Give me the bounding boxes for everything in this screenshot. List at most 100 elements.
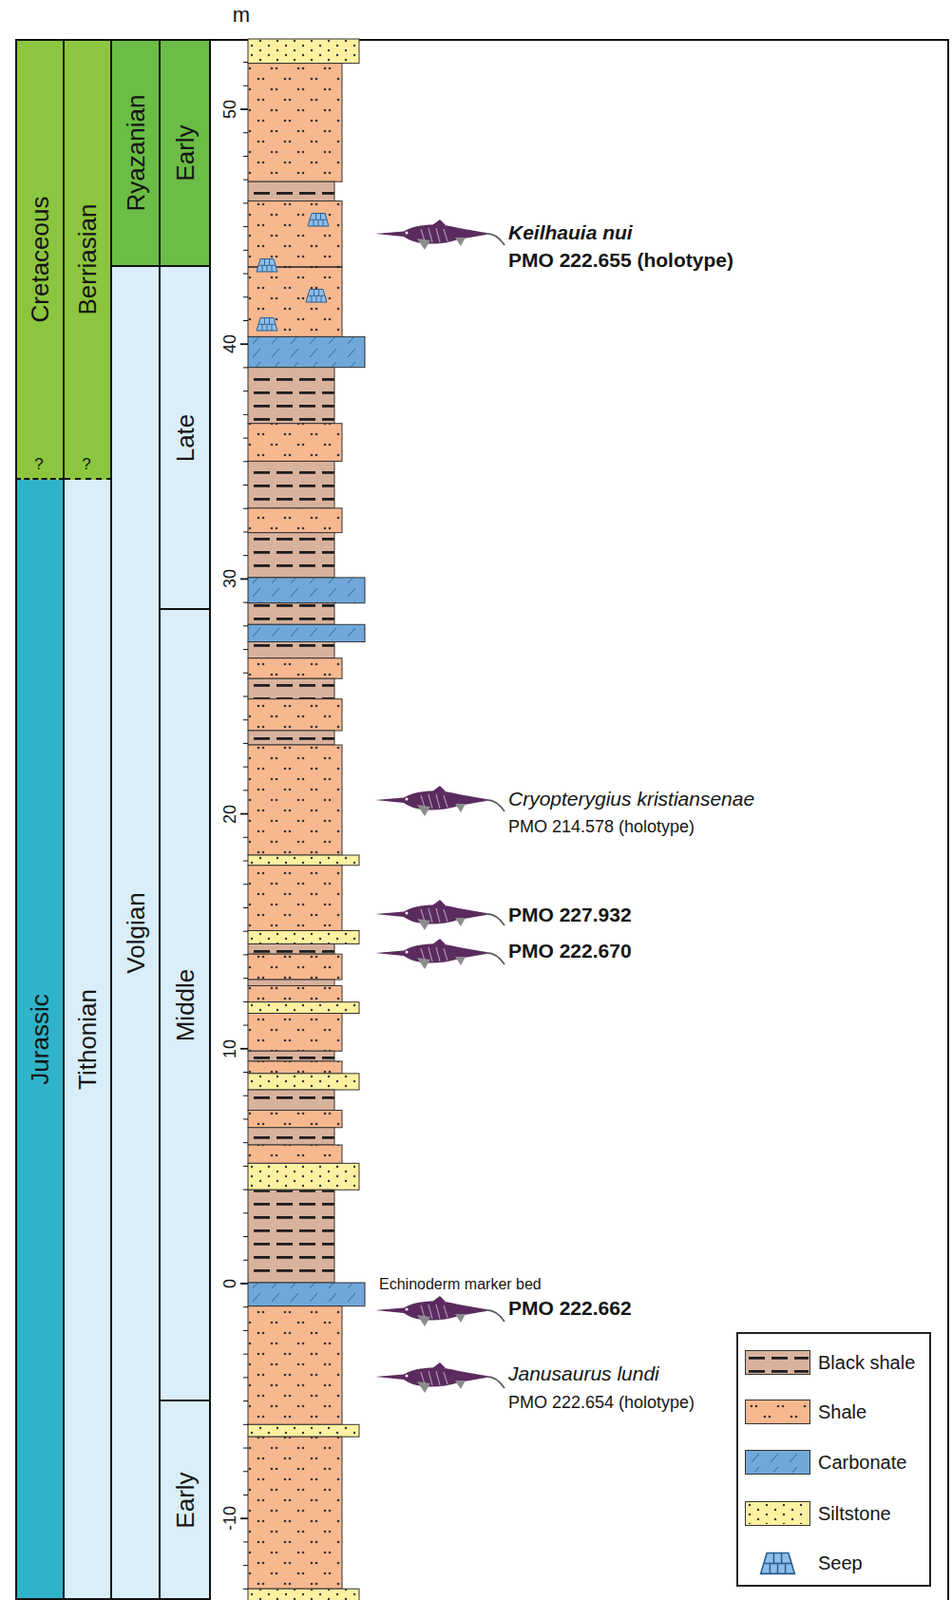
seep-symbol xyxy=(305,289,327,304)
shale-bed-pattern xyxy=(247,699,343,731)
siltstone-bed-pattern xyxy=(247,1588,360,1600)
black-shale-bed-pattern xyxy=(247,730,335,745)
shale-bed xyxy=(247,658,343,679)
axis-tick xyxy=(243,1353,248,1355)
siltstone-bed-pattern xyxy=(247,1002,360,1014)
ichthyosaur-icon xyxy=(375,785,505,817)
specimen-number: PMO 222.655 (holotype) xyxy=(508,248,734,272)
black-shale-bed-pattern xyxy=(247,367,335,424)
axis-tick xyxy=(243,1447,248,1449)
axis-tick xyxy=(243,602,248,604)
black-shale-bed-pattern xyxy=(247,1127,335,1145)
black-shale-bed-pattern xyxy=(247,460,335,508)
stratigraphic-band: Early xyxy=(160,1401,211,1600)
black-shale-bed-pattern xyxy=(247,1050,335,1062)
shale-bed-pattern xyxy=(247,953,343,980)
axis-tick xyxy=(243,1259,248,1261)
axis-tick xyxy=(243,296,248,298)
shale-bed xyxy=(247,1144,343,1163)
axis-tick xyxy=(240,108,248,111)
black-shale-bed xyxy=(247,979,335,986)
axis-tick xyxy=(243,625,248,627)
siltstone-bed-pattern xyxy=(247,1162,360,1190)
axis-tick xyxy=(243,132,248,134)
frame xyxy=(16,39,949,1600)
axis-tick xyxy=(243,273,248,275)
lithology-column xyxy=(240,38,365,1600)
black-shale-bed-pattern xyxy=(247,678,335,699)
legend-swatch xyxy=(744,1449,811,1475)
swatch-marks xyxy=(745,1450,809,1473)
carbonate-bed xyxy=(247,1282,365,1307)
siltstone-bed xyxy=(247,38,360,64)
shale-bed-pattern xyxy=(247,1306,343,1426)
legend-swatch xyxy=(744,1399,811,1425)
axis-tick xyxy=(243,1376,248,1378)
shale-bed xyxy=(247,1110,343,1128)
band-label: Volgian xyxy=(121,892,150,973)
siltstone-bed xyxy=(247,1588,360,1600)
axis-tick xyxy=(243,85,248,87)
axis-tick xyxy=(243,1071,248,1073)
axis-tick xyxy=(243,320,248,322)
siltstone-bed xyxy=(247,1002,360,1014)
shale-bed xyxy=(247,63,343,183)
axis-tick xyxy=(243,1212,248,1214)
uncertain-mark: ? xyxy=(81,455,91,475)
black-shale-bed-pattern xyxy=(247,943,335,954)
shale-bed xyxy=(247,985,343,1002)
axis-number: 40 xyxy=(220,334,241,354)
black-shale-bed xyxy=(247,367,335,424)
siltstone-bed-pattern xyxy=(247,1073,360,1090)
shale-bed xyxy=(247,1012,343,1051)
stratigraphic-band: Volgian xyxy=(112,266,161,1600)
axis-tick xyxy=(243,1025,248,1027)
legend-swatch xyxy=(744,1501,811,1526)
black-shale-bed xyxy=(247,1189,335,1283)
axis-tick xyxy=(243,414,248,416)
ichthyosaur-icon xyxy=(375,899,505,931)
siltstone-bed xyxy=(247,1073,360,1090)
black-shale-bed xyxy=(247,603,335,626)
carbonate-bed xyxy=(247,624,365,642)
stratigraphic-band: Early xyxy=(160,38,211,267)
carbonate-bed xyxy=(247,577,365,604)
swatch-marks xyxy=(745,1502,809,1524)
axis-tick xyxy=(243,202,248,204)
black-shale-bed-pattern xyxy=(247,1089,335,1110)
ichthyosaur-icon xyxy=(375,938,505,970)
shale-bed xyxy=(247,699,343,731)
shale-bed xyxy=(247,201,343,338)
axis-tick xyxy=(243,1001,248,1003)
shale-bed xyxy=(247,953,343,980)
axis-tick xyxy=(243,155,248,157)
siltstone-bed xyxy=(247,930,360,944)
black-shale-bed xyxy=(247,1127,335,1145)
species-name: Cryopterygius kristiansenae xyxy=(508,787,755,811)
black-shale-bed-pattern xyxy=(247,979,335,986)
band-label: Berriasian xyxy=(74,203,102,315)
stratigraphic-band: Late xyxy=(160,266,211,610)
black-shale-bed-pattern xyxy=(247,533,335,578)
shale-bed-pattern xyxy=(247,1110,343,1128)
axis-tick xyxy=(243,953,248,955)
siltstone-bed-pattern xyxy=(247,38,360,64)
specimen-number: PMO 222.654 (holotype) xyxy=(508,1392,695,1413)
shale-bed xyxy=(247,508,343,534)
siltstone-bed-pattern xyxy=(247,930,360,944)
specimen-number: PMO 214.578 (holotype) xyxy=(508,817,695,838)
black-shale-bed xyxy=(247,533,335,578)
axis-tick xyxy=(243,1330,248,1332)
swatch-marks xyxy=(745,1351,809,1373)
band-label: Cretaceous xyxy=(26,196,55,324)
axis-tick xyxy=(243,554,248,556)
ichthyosaur-icon xyxy=(375,219,505,250)
axis-tick xyxy=(243,1095,248,1097)
axis-tick xyxy=(243,1189,248,1191)
axis-tick xyxy=(243,249,248,251)
unit-label: m xyxy=(232,2,250,27)
siltstone-bed xyxy=(247,1162,360,1190)
siltstone-bed xyxy=(247,855,360,866)
axis-tick xyxy=(243,1424,248,1426)
axis-tick xyxy=(240,1282,248,1285)
